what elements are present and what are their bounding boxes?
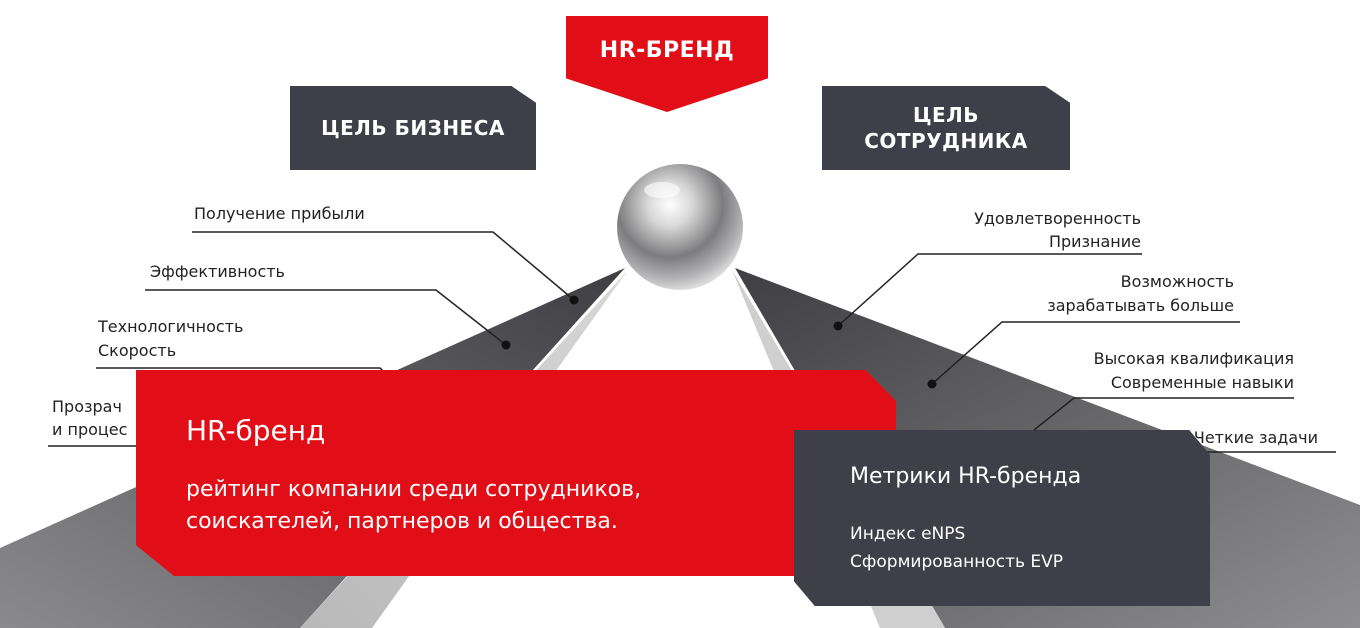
business-goal-tag: ЦЕЛЬ БИЗНЕСА [290,86,536,170]
hr-brand-tag-label: HR-БРЕНД [599,38,735,63]
business-goal-technology: Технологичность [98,317,244,336]
definition-line-1: рейтинг компании среди сотрудников, [186,477,642,502]
employee-goal-satisfaction: Удовлетворенность [974,209,1141,228]
business-goal-processes: и процес [52,420,128,439]
hr-brand-definition-box: HR-бренд рейтинг компании среди сотрудни… [136,370,896,576]
business-goal-tag-label: ЦЕЛЬ БИЗНЕСА [321,116,505,140]
right-leader-lines [837,253,1336,453]
business-goal-profit: Получение прибыли [194,204,365,223]
employee-goal-clear-tasks: Четкие задачи [1193,428,1318,447]
hr-brand-metrics-box: Метрики HR-бренда Индекс eNPS Сформирова… [794,430,1210,606]
business-goal-efficiency: Эффективность [150,262,285,281]
business-goal-transparency: Прозрач [52,397,122,416]
employee-goal-qualification: Высокая квалификация [1093,349,1294,368]
definition-title: HR-бренд [186,414,326,447]
employee-goal-tag: ЦЕЛЬ СОТРУДНИКА [822,86,1070,170]
definition-text: рейтинг компании среди сотрудников, соис… [186,474,826,538]
employee-goal-modern-skills: Современные навыки [1110,373,1294,392]
employee-goal-recognition: Признание [1048,232,1141,251]
employee-goal-opportunity: Возможность [1120,272,1234,291]
business-goal-speed: Скорость [98,341,177,360]
employee-goal-earn-more: зарабатывать больше [1047,296,1234,315]
employee-goal-tag-line2: СОТРУДНИКА [864,129,1028,153]
metal-sphere [617,164,743,290]
metric-evp: Сформированность EVP [850,552,1064,572]
metric-enps: Индекс eNPS [850,524,966,544]
employee-goal-tag-line1: ЦЕЛЬ [912,103,980,127]
definition-line-2: соискателей, партнеров и общества. [186,509,618,534]
metrics-title: Метрики HR-бренда [850,464,1082,489]
